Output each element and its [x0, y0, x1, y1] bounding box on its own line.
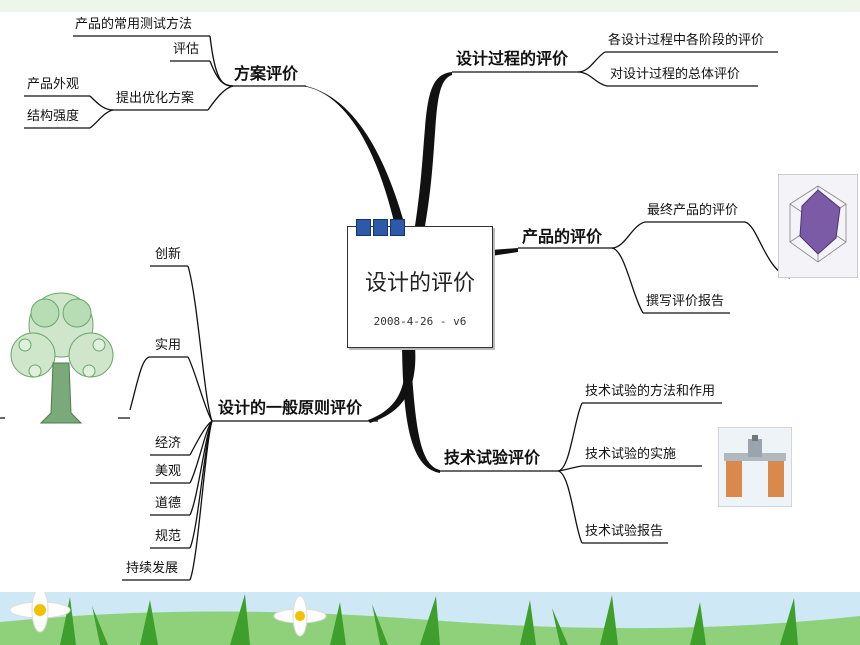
- scheme-child-assess: 评估: [173, 42, 200, 57]
- product-child-report: 撰写评价报告: [646, 294, 725, 309]
- process-child-overall: 对设计过程的总体评价: [610, 67, 741, 82]
- central-topic: 设计的评价 2008-4-26 - v6: [347, 219, 493, 348]
- scheme-child-test-methods: 产品的常用测试方法: [75, 17, 193, 32]
- scheme-child-optimize: 提出优化方案: [116, 91, 195, 106]
- general-child-norms: 规范: [155, 529, 182, 544]
- optimize-child-strength: 结构强度: [27, 109, 80, 124]
- branch-product: 产品的评价: [522, 227, 603, 246]
- central-square-1: [356, 219, 371, 236]
- branch-process: 设计过程的评价: [456, 49, 569, 68]
- tech-child-implementation: 技术试验的实施: [585, 447, 677, 462]
- tech-child-methods: 技术试验的方法和作用: [585, 384, 716, 399]
- tech-child-report: 技术试验报告: [585, 524, 664, 539]
- product-child-final: 最终产品的评价: [647, 203, 739, 218]
- general-child-ethics: 道德: [155, 496, 182, 511]
- branch-scheme-connector: [300, 86, 405, 226]
- branch-product-connector: [491, 248, 518, 256]
- branch-tech: 技术试验评价: [444, 448, 541, 467]
- tree-diagram-thumbnail: [5, 285, 118, 425]
- general-child-practical: 实用: [155, 338, 182, 353]
- branch-scheme: 方案评价: [234, 64, 299, 83]
- general-child-sustainable: 持续发展: [126, 561, 179, 576]
- branch-tech-connector: [402, 346, 440, 473]
- optimize-child-appearance: 产品外观: [27, 77, 80, 92]
- radar-chart-thumbnail: [778, 174, 858, 278]
- general-child-beauty: 美观: [155, 464, 182, 479]
- branch-general: 设计的一般原则评价: [218, 398, 363, 417]
- central-square-3: [390, 219, 405, 236]
- grass-footer-decoration: [0, 592, 860, 645]
- test-rig-thumbnail: [718, 427, 792, 507]
- general-child-economy: 经济: [155, 436, 182, 451]
- process-child-stages: 各设计过程中各阶段的评价: [608, 33, 765, 48]
- general-child-innovation: 创新: [155, 247, 182, 262]
- central-date: 2008-4-26 - v6: [373, 315, 467, 328]
- branch-process-connector: [415, 72, 452, 226]
- central-square-2: [373, 219, 388, 236]
- top-band: [0, 0, 860, 12]
- central-title: 设计的评价: [364, 271, 475, 296]
